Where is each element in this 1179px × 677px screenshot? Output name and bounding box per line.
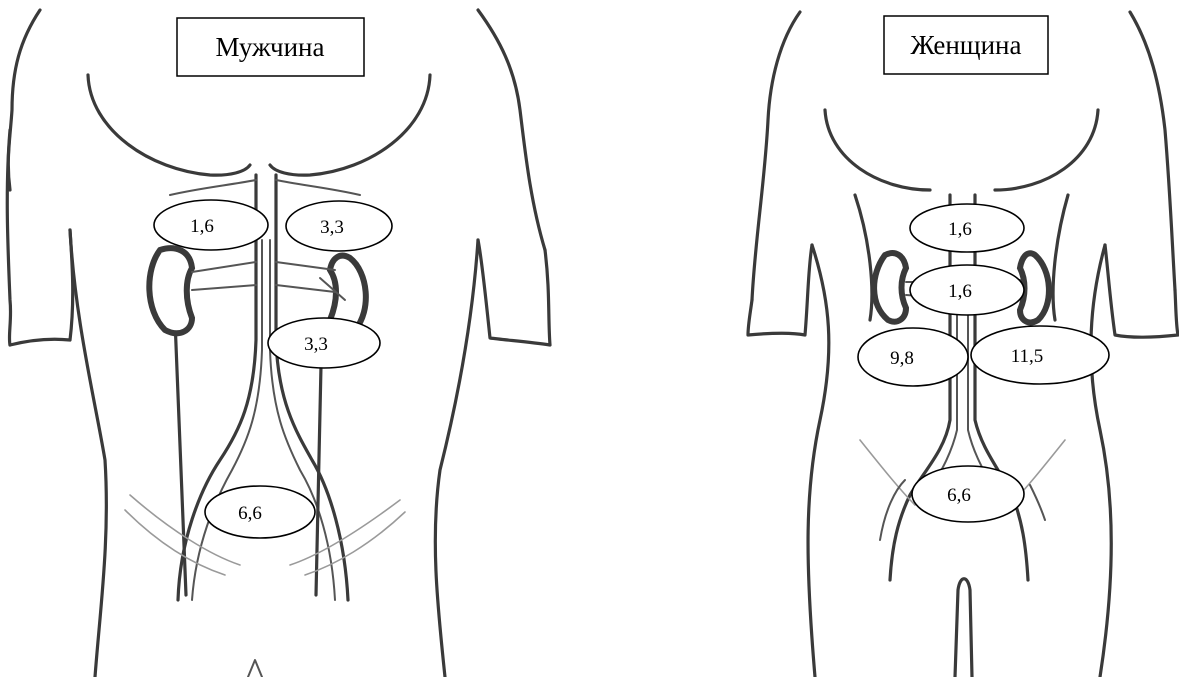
male-title-box: Мужчина: [177, 18, 364, 76]
female-right-arm: [1105, 245, 1178, 337]
male-upper-branch-left: [170, 180, 256, 195]
female-left-arm: [748, 245, 812, 335]
male-vena-left: [192, 240, 262, 600]
female-title-box: Женщина: [884, 16, 1048, 74]
male-value-4: 6,6: [238, 503, 262, 524]
female-value-2: 1,6: [948, 281, 972, 302]
female-value-oval-5: 6,6: [912, 466, 1024, 522]
female-right-torso: [1091, 245, 1111, 677]
male-bottom-mark: [248, 660, 262, 677]
female-title: Женщина: [911, 30, 1022, 60]
female-value-oval-1: 1,6: [910, 204, 1024, 252]
female-left-scapula: [825, 110, 930, 190]
female-right-iliac: [1030, 485, 1045, 520]
male-right-arm: [478, 240, 550, 345]
female-legs-gap: [955, 579, 972, 677]
male-value-1: 1,6: [190, 216, 214, 237]
male-left-arm-inner: [10, 230, 73, 345]
female-pelvis-left-line: [860, 440, 915, 505]
male-value-oval-3: 3,3: [268, 318, 380, 368]
male-left-renal-vessels: [192, 262, 256, 290]
male-right-shoulder-line: [478, 10, 545, 250]
male-left-shoulder-line: [8, 10, 40, 190]
male-vena-right: [270, 240, 335, 600]
female-aorta-right: [975, 195, 1028, 580]
male-title: Мужчина: [216, 32, 325, 62]
female-right-shoulder-line: [1130, 12, 1175, 290]
male-value-2: 3,3: [320, 217, 344, 238]
female-value-3: 9,8: [890, 348, 914, 369]
male-left-torso: [70, 230, 106, 677]
female-left-shoulder-line: [752, 12, 800, 300]
male-value-oval-1: 1,6: [154, 200, 268, 250]
female-right-scapula: [995, 110, 1098, 190]
male-left-scapula: [88, 75, 250, 175]
male-right-torso: [435, 240, 478, 677]
male-left-kidney: [149, 248, 192, 333]
female-left-kidney: [874, 253, 906, 322]
female-value-5: 6,6: [947, 485, 971, 506]
female-value-oval-4: 11,5: [971, 326, 1109, 384]
male-value-oval-4: 6,6: [205, 486, 315, 538]
male-value-3: 3,3: [304, 334, 328, 355]
female-left-torso: [808, 245, 829, 677]
male-right-scapula: [270, 75, 430, 175]
female-value-oval-2: 1,6: [910, 265, 1024, 315]
female-left-inner-line: [855, 195, 872, 320]
female-right-inner-line: [1053, 195, 1068, 320]
male-pelvis-right-line-2: [305, 512, 405, 575]
male-value-oval-2: 3,3: [286, 201, 392, 251]
female-value-1: 1,6: [948, 219, 972, 240]
male-upper-branch-right: [276, 180, 360, 195]
female-value-oval-3: 9,8: [858, 328, 968, 386]
female-value-4: 11,5: [1011, 346, 1044, 367]
male-left-arm-outer: [7, 130, 10, 345]
